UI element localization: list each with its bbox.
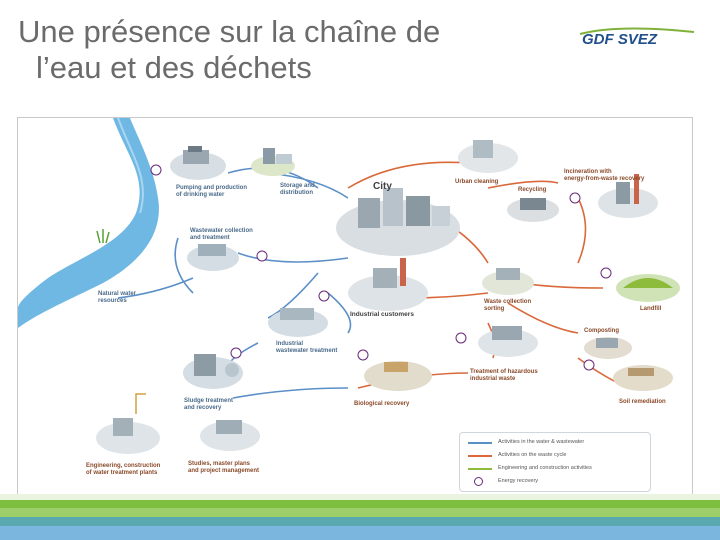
industrial-wastewater-illustration xyxy=(268,308,328,337)
river-highlight xyxy=(117,118,144,214)
title-line-2: l’eau et des déchets xyxy=(36,50,312,85)
legend-label-waste: Activities on the waste cycle xyxy=(498,452,567,458)
label-pumping: Pumping and production of drinking water xyxy=(176,185,247,198)
footer-band-green xyxy=(0,500,720,508)
legend-swatch-engineering xyxy=(468,468,492,470)
composting-illustration xyxy=(584,337,632,359)
label-landfill: Landfill xyxy=(640,306,662,312)
engineering-illustration xyxy=(96,393,160,454)
energy-recovery-icon xyxy=(474,477,483,486)
footer-band-teal xyxy=(0,517,720,526)
waste-collection-illustration xyxy=(482,268,534,295)
landfill-illustration xyxy=(616,274,680,302)
legend-item-engineering: Engineering and construction activities xyxy=(460,464,650,474)
legend-item-energy: Energy recovery xyxy=(460,477,650,487)
water-waste-cycle-diagram: Pumping and production of drinking water… xyxy=(17,117,693,495)
legend-swatch-water xyxy=(468,442,492,444)
legend-item-water: Activities in the water & wastewater xyxy=(460,438,650,448)
slide-title: Une présence sur la chaîne de l’eau et d… xyxy=(18,14,538,86)
legend-label-water: Activities in the water & wastewater xyxy=(498,439,585,445)
storage-tower-illustration xyxy=(251,148,295,176)
studies-illustration xyxy=(200,420,260,451)
footer-band-lightgreen xyxy=(0,508,720,517)
title-line-1: Une présence sur la chaîne de xyxy=(18,14,441,49)
diagram-illustration xyxy=(18,118,680,454)
label-engineering: Engineering, construction of water treat… xyxy=(86,463,161,476)
label-hazardous: Treatment of hazardous industrial waste xyxy=(470,369,538,382)
hazardous-waste-illustration xyxy=(478,326,538,357)
urban-cleaning-illustration xyxy=(458,140,518,173)
footer-band-blue xyxy=(0,526,720,540)
label-biological-recovery: Biological recovery xyxy=(354,401,410,407)
label-soil-remediation: Soil remediation xyxy=(619,399,666,405)
label-industrial-wastewater: Industrial wastewater treatment xyxy=(276,341,338,354)
city-illustration xyxy=(336,188,460,256)
soil-remediation-illustration xyxy=(613,365,673,391)
label-industrial-customers: Industrial customers xyxy=(350,311,414,318)
logo-text: GDF SVEZ xyxy=(582,31,658,48)
label-wastewater: Wastewater collection and treatment xyxy=(190,228,253,241)
label-recycling: Recycling xyxy=(518,187,547,193)
diagram-legend: Activities in the water & wastewater Act… xyxy=(459,432,651,492)
biological-recovery-illustration xyxy=(364,361,432,391)
label-natural-water: Natural water resources xyxy=(98,291,137,304)
label-urban-cleaning: Urban cleaning xyxy=(455,179,499,185)
wastewater-plant-illustration xyxy=(187,244,239,271)
incineration-illustration xyxy=(598,174,658,218)
label-waste-collection: Waste collection sorting xyxy=(484,299,532,312)
legend-label-engineering: Engineering and construction activities xyxy=(498,465,592,471)
recycling-illustration xyxy=(507,198,559,222)
legend-label-energy: Energy recovery xyxy=(498,478,539,484)
label-incineration: Incineration with energy-from-waste reco… xyxy=(564,169,645,182)
label-composting: Composting xyxy=(584,328,619,334)
footer-band-light xyxy=(0,494,720,500)
pumping-station-illustration xyxy=(170,146,226,180)
legend-item-waste: Activities on the waste cycle xyxy=(460,451,650,461)
energy-recovery-icons xyxy=(150,164,612,371)
river xyxy=(18,118,159,328)
label-city: City xyxy=(373,181,392,192)
label-sludge: Sludge treatment and recovery xyxy=(184,398,234,411)
gdf-suez-logo: GDF SVEZ xyxy=(578,20,696,50)
industrial-customers-illustration xyxy=(348,258,428,311)
legend-swatch-waste xyxy=(468,455,492,457)
sludge-treatment-illustration xyxy=(183,354,243,389)
label-storage: Storage and distribution xyxy=(280,183,315,196)
reeds-icon xyxy=(96,229,110,244)
label-studies: Studies, master plans and project manage… xyxy=(188,461,260,474)
